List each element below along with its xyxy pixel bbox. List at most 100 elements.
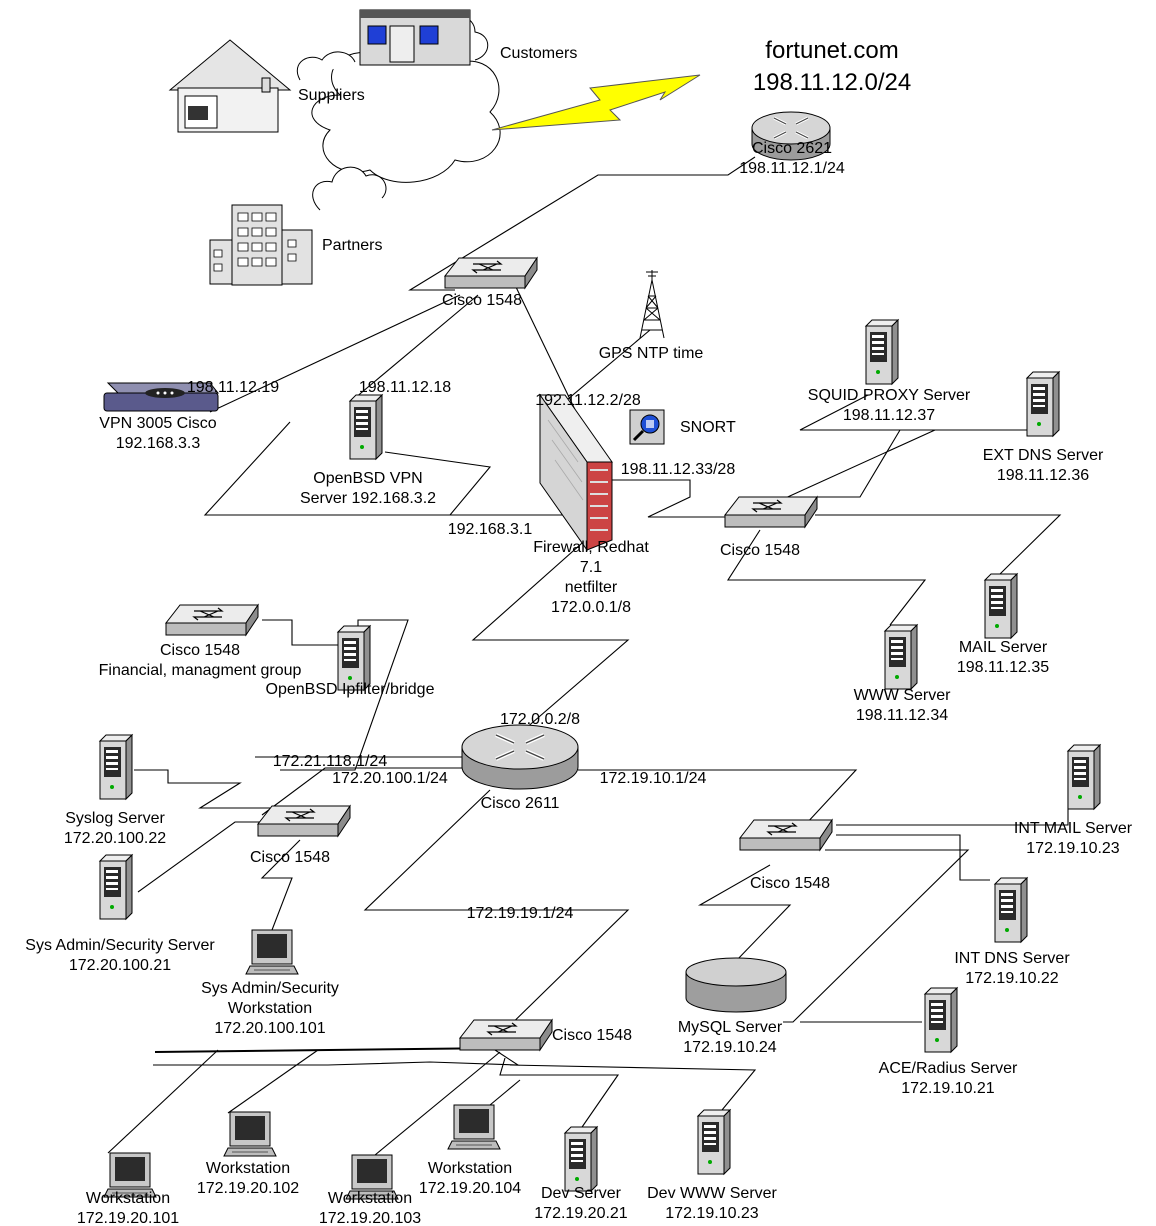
- sysadmin-server-icon: [100, 855, 132, 919]
- www-name: WWW Server: [854, 687, 952, 704]
- snort-icon: [630, 410, 664, 444]
- core-ip-fin: 172.21.118.1/24: [273, 753, 388, 770]
- workstation-103-ip: 172.19.20.103: [319, 1210, 421, 1226]
- core-ip-admin: 172.20.100.1/24: [332, 770, 448, 787]
- firewall-dmz-ip: 198.11.12.33/28: [621, 461, 736, 478]
- ipfilter-name: OpenBSD Ipfilter/bridge: [266, 681, 435, 698]
- openbsd-vpn-server-icon: [350, 395, 382, 459]
- gps-label: GPS NTP time: [599, 345, 704, 362]
- dmz-switch-name: Cisco 1548: [720, 542, 800, 559]
- int-mail-server-icon: [1068, 745, 1100, 809]
- link-ws-104: [490, 1080, 520, 1105]
- ext-dns-ip: 198.11.12.36: [997, 467, 1089, 484]
- link-int-dns: [836, 835, 990, 880]
- mail-server-icon: [985, 574, 1017, 638]
- link-firewall-to-dmz-switch: [612, 480, 738, 517]
- customers-building-icon: [360, 10, 470, 65]
- workstation-104-name: Workstation: [428, 1160, 512, 1177]
- workstation-104-ip: 172.19.20.104: [419, 1180, 521, 1197]
- link-int-mail: [836, 770, 1068, 825]
- suppliers-house-icon: [170, 40, 290, 132]
- dev-www-server-icon: [698, 1110, 730, 1174]
- customers-label: Customers: [500, 45, 577, 62]
- ace-ip: 172.19.10.21: [901, 1080, 995, 1097]
- ext-dns-server-icon: [1027, 372, 1059, 436]
- core-ip-int: 172.19.10.1/24: [600, 770, 707, 787]
- syslog-name: Syslog Server: [65, 810, 165, 827]
- core-router-name: Cisco 2611: [481, 795, 560, 812]
- ace-name: ACE/Radius Server: [879, 1060, 1018, 1077]
- link-dev-www: [510, 1065, 755, 1110]
- sysadmin-server-name: Sys Admin/Security Server: [25, 937, 215, 954]
- outer-switch-name: Cisco 1548: [442, 292, 522, 309]
- sysadmin-workstation-icon: [246, 930, 298, 974]
- openbsd-vpn-outside-ip: 198.11.12.18: [359, 379, 451, 396]
- sysadmin-ws-name2: Workstation: [228, 1000, 312, 1017]
- www-server-icon: [885, 625, 917, 689]
- mysql-database-icon: [686, 958, 786, 1012]
- workstation-102-ip: 172.19.20.102: [197, 1180, 299, 1197]
- link-ws-bus: [155, 1048, 505, 1052]
- int-dns-ip: 172.19.10.22: [965, 970, 1059, 987]
- ws-switch-name: Cisco 1548: [552, 1027, 632, 1044]
- subnet-label: 198.11.12.0/24: [753, 69, 911, 96]
- suppliers-label: Suppliers: [298, 87, 365, 104]
- mail-ip: 198.11.12.35: [957, 659, 1049, 676]
- firewall-line1: Firewall, Redhat: [533, 539, 649, 556]
- snort-label: SNORT: [680, 419, 736, 436]
- int-switch-name: Cisco 1548: [750, 875, 830, 892]
- workstation-104-icon: [448, 1105, 500, 1149]
- dmz-switch-icon: [725, 497, 817, 527]
- fin-switch-group: Financial, managment group: [99, 662, 302, 679]
- vpn-cisco-name: VPN 3005 Cisco: [99, 415, 216, 432]
- sysadmin-server-ip: 172.20.100.21: [69, 957, 171, 974]
- workstation-101-name: Workstation: [86, 1190, 170, 1207]
- mysql-name: MySQL Server: [678, 1019, 783, 1036]
- dev-www-name: Dev WWW Server: [647, 1185, 777, 1202]
- edge-router-ip: 198.11.12.1/24: [739, 160, 845, 177]
- ext-dns-name: EXT DNS Server: [983, 447, 1104, 464]
- outer-switch-icon: [445, 258, 537, 288]
- firewall-vpn-ip: 192.168.3.1: [448, 521, 533, 538]
- core-ip-ws: 172.19.19.1/24: [467, 905, 574, 922]
- link-syslog: [134, 770, 270, 808]
- financial-switch-icon: [166, 605, 258, 635]
- partners-label: Partners: [322, 237, 382, 254]
- firewall-outside-ip: 192.11.12.2/28: [535, 392, 641, 409]
- core-router-icon: [462, 725, 578, 789]
- link-ws-103b: [375, 1052, 500, 1155]
- workstation-102-icon: [224, 1112, 276, 1156]
- ace-radius-server-icon: [925, 988, 957, 1052]
- int-dns-server-icon: [995, 878, 1027, 942]
- workstation-switch-icon: [460, 1020, 552, 1050]
- sysadmin-ws-name1: Sys Admin/Security: [201, 980, 339, 997]
- squid-name: SQUID PROXY Server: [808, 387, 971, 404]
- wan-lightning-icon: [492, 75, 700, 130]
- www-ip: 198.11.12.34: [856, 707, 948, 724]
- firewall-icon: [540, 395, 612, 550]
- mysql-ip: 172.19.10.24: [683, 1039, 777, 1056]
- admin-switch-icon: [258, 806, 350, 836]
- link-dev: [500, 1058, 618, 1130]
- fin-switch-name: Cisco 1548: [160, 642, 240, 659]
- openbsd-vpn-name2: Server 192.168.3.2: [300, 490, 436, 507]
- syslog-server-icon: [100, 735, 132, 799]
- firewall-line3: netfilter: [565, 579, 618, 596]
- squid-server-icon: [866, 320, 898, 384]
- workstation-101-ip: 172.19.20.101: [77, 1210, 179, 1226]
- admin-switch-name: Cisco 1548: [250, 849, 330, 866]
- dev-server-ip: 172.19.20.21: [534, 1205, 628, 1222]
- workstation-102-name: Workstation: [206, 1160, 290, 1177]
- dev-server-icon: [565, 1127, 597, 1191]
- firewall-line4: 172.0.0.1/8: [551, 599, 631, 616]
- syslog-ip: 172.20.100.22: [64, 830, 166, 847]
- gps-tower-icon: [640, 270, 664, 338]
- vpn-cisco-outside-ip: 198.11.12.19: [187, 379, 279, 396]
- workstation-103-name: Workstation: [328, 1190, 412, 1207]
- int-mail-ip: 172.19.10.23: [1026, 840, 1120, 857]
- domain-label: fortunet.com: [765, 37, 898, 64]
- mail-name: MAIL Server: [959, 639, 1048, 656]
- firewall-line2: 7.1: [580, 559, 602, 576]
- partners-building-icon: [210, 205, 312, 285]
